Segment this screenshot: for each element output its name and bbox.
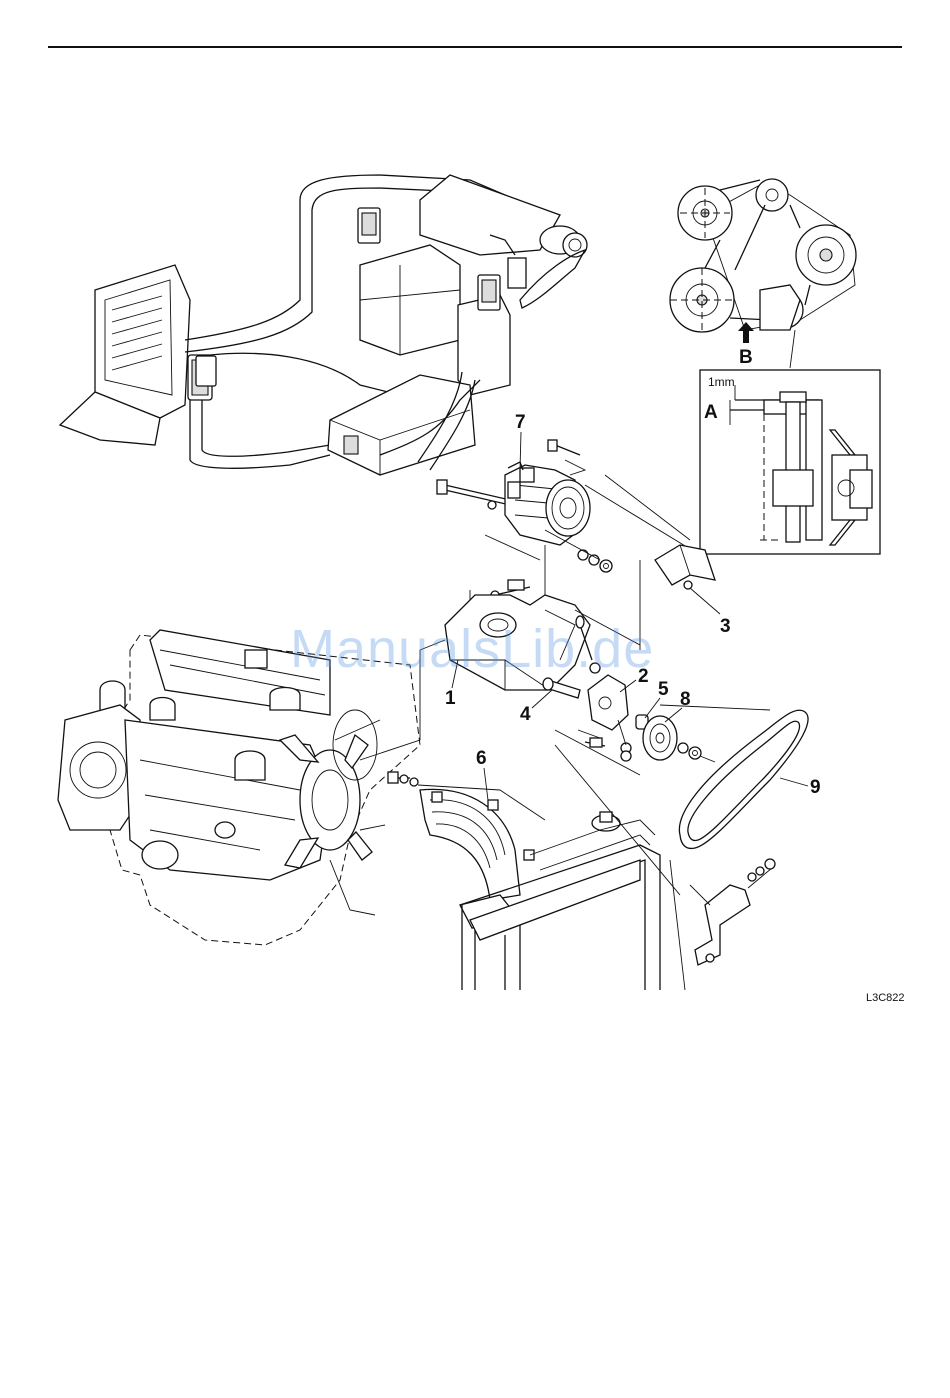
callout-5: 5 <box>658 679 669 700</box>
callout-4: 4 <box>520 704 531 725</box>
callout-1: 1 <box>445 688 456 709</box>
watermark-text: ManualsLib.de <box>290 618 654 680</box>
point-a-label: A <box>704 402 718 423</box>
callout-3: 3 <box>720 616 731 637</box>
fan-shroud <box>388 772 545 900</box>
callout-7: 7 <box>515 412 526 433</box>
callout-9: 9 <box>810 777 821 798</box>
callout-6: 6 <box>476 748 487 769</box>
belt-routing-detail: B 1mm A <box>670 179 880 554</box>
gap-label: 1mm <box>708 375 735 389</box>
figure-code: L3C822 <box>866 992 905 1004</box>
compressor-assembly <box>437 440 720 614</box>
v-belt <box>660 705 808 848</box>
view-b-label: B <box>739 347 753 368</box>
hvac-hose-assembly <box>60 175 587 475</box>
callout-8: 8 <box>680 689 691 710</box>
